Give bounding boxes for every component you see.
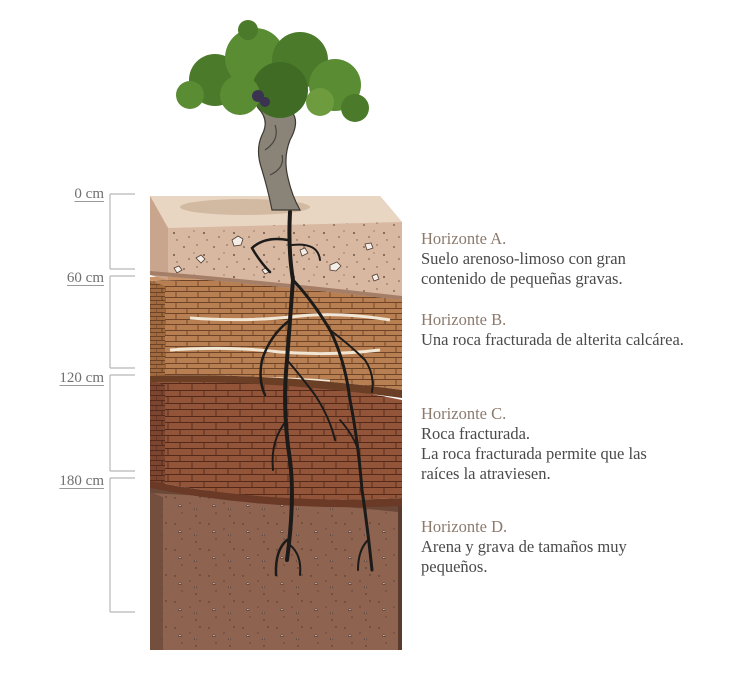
- horizon-c-block: [150, 378, 402, 508]
- depth-label-180: 180 cm: [59, 473, 104, 489]
- horizon-c-line-1: Roca fracturada.: [421, 424, 531, 443]
- horizon-b-line-1: Una roca fracturada de alterita calcárea…: [421, 330, 684, 349]
- depth-scale: [109, 193, 135, 613]
- horizon-a-line-1: Suelo arenoso-limoso con gran: [421, 249, 626, 268]
- horizon-c-line-2: La roca fracturada permite que las: [421, 444, 647, 463]
- horizon-a-title: Horizonte A.: [421, 229, 507, 248]
- horizon-c-description: Horizonte C. Roca fracturada. La roca fr…: [421, 404, 731, 484]
- horizon-d-line-2: pequeños.: [421, 557, 488, 576]
- horizon-d-description: Horizonte D. Arena y grava de tamaños mu…: [421, 517, 731, 577]
- depth-label-120: 120 cm: [59, 370, 104, 386]
- depth-label-0: 0 cm: [74, 186, 104, 202]
- horizon-a-block: [150, 196, 402, 300]
- horizon-b-title: Horizonte B.: [421, 310, 507, 329]
- root-system: [250, 210, 374, 577]
- vine-foliage: [176, 20, 369, 122]
- horizon-d-line-1: Arena y grava de tamaños muy: [421, 537, 627, 556]
- horizon-a-line-2: contenido de pequeñas gravas.: [421, 269, 623, 288]
- depth-label-60: 60 cm: [66, 270, 104, 286]
- horizon-b-description: Horizonte B. Una roca fracturada de alte…: [421, 310, 731, 350]
- horizon-c-line-3: raíces la atraviesen.: [421, 464, 551, 483]
- horizon-d-title: Horizonte D.: [421, 517, 508, 536]
- horizon-c-title: Horizonte C.: [421, 404, 507, 423]
- horizon-a-description: Horizonte A. Suelo arenoso-limoso con gr…: [421, 229, 731, 289]
